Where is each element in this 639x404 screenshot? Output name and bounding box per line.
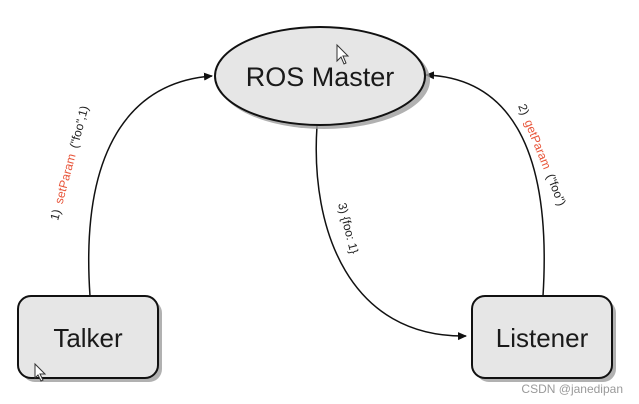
edge-master-to-listener — [315, 125, 467, 341]
edge-label-get-param: 2) getParam ("foo") — [515, 102, 569, 208]
watermark-text: CSDN @janedipan — [521, 382, 623, 396]
edge-label-get-param-method: getParam — [522, 118, 554, 171]
node-talker-label: Talker — [53, 323, 123, 353]
edge-talker-to-master — [88, 72, 213, 297]
edge-label-set-param-args: ("foo",1) — [67, 104, 92, 149]
edge-label-set-param-step: 1) — [47, 208, 63, 222]
edge-label-reply: 3) {foo: 1} — [335, 201, 361, 255]
node-ros-master: ROS Master — [214, 26, 430, 129]
edge-listener-to-master — [425, 71, 545, 297]
edge-label-set-param-method: setParam — [52, 152, 79, 205]
mouse-cursor-icon — [336, 43, 350, 65]
node-listener-label: Listener — [496, 323, 589, 353]
edge-label-get-param-step: 2) — [515, 102, 532, 117]
node-listener: Listener — [471, 295, 616, 382]
mouse-cursor-icon-lower — [34, 362, 47, 382]
edge-label-get-param-args: ("foo") — [543, 172, 568, 208]
edge-label-set-param: 1) setParam ("foo",1) — [47, 104, 91, 222]
node-talker: Talker — [17, 295, 162, 382]
node-ros-master-label: ROS Master — [246, 62, 395, 92]
